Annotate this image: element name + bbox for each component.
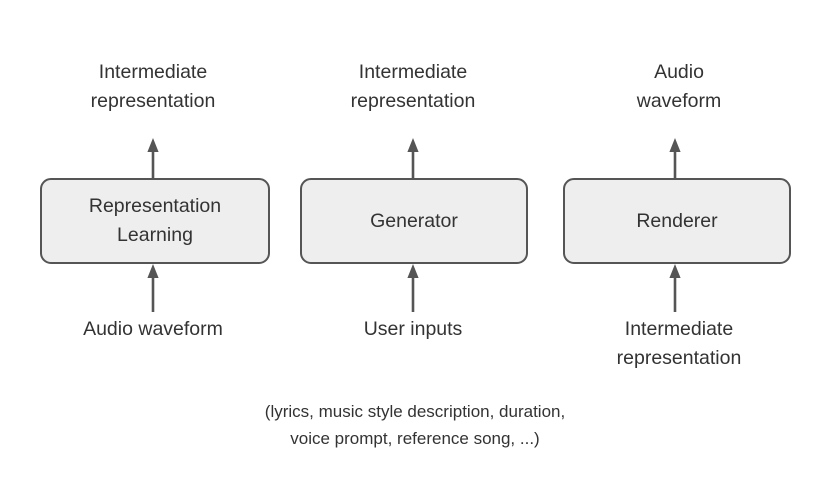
- process-box-generator: Generator: [300, 178, 528, 264]
- pipeline-stage-generator: Intermediate representation Generator Us…: [290, 0, 536, 485]
- input-label-generator: User inputs: [363, 318, 463, 340]
- process-box-renderer: Renderer: [563, 178, 791, 264]
- pipeline-stage-renderer: Audio waveform Renderer Intermediate rep…: [536, 0, 822, 485]
- arrow-up-input-representation-learning: [145, 264, 161, 312]
- arrow-up-output-representation-learning: [145, 138, 161, 180]
- arrow-up-output-renderer: [667, 138, 683, 180]
- box-label-generator: Generator: [370, 209, 458, 232]
- arrow-up-output-generator: [405, 138, 421, 180]
- output-label-representation-learning: Intermediate representation: [90, 61, 216, 112]
- process-box-representation-learning: Representation Learning: [40, 178, 270, 264]
- input-label-renderer: Intermediate representation: [616, 318, 742, 369]
- box-label-representation-learning: Representation Learning: [88, 195, 222, 246]
- pipeline-stage-representation-learning: Intermediate representation Representati…: [8, 0, 298, 485]
- output-label-generator: Intermediate representation: [350, 61, 476, 112]
- arrow-up-input-renderer: [667, 264, 683, 312]
- output-label-renderer: Audio waveform: [636, 61, 722, 112]
- arrow-up-input-generator: [405, 264, 421, 312]
- box-label-renderer: Renderer: [636, 209, 718, 232]
- input-label-representation-learning: Audio waveform: [83, 318, 223, 340]
- diagram-caption: (lyrics, music style description, durati…: [264, 402, 566, 448]
